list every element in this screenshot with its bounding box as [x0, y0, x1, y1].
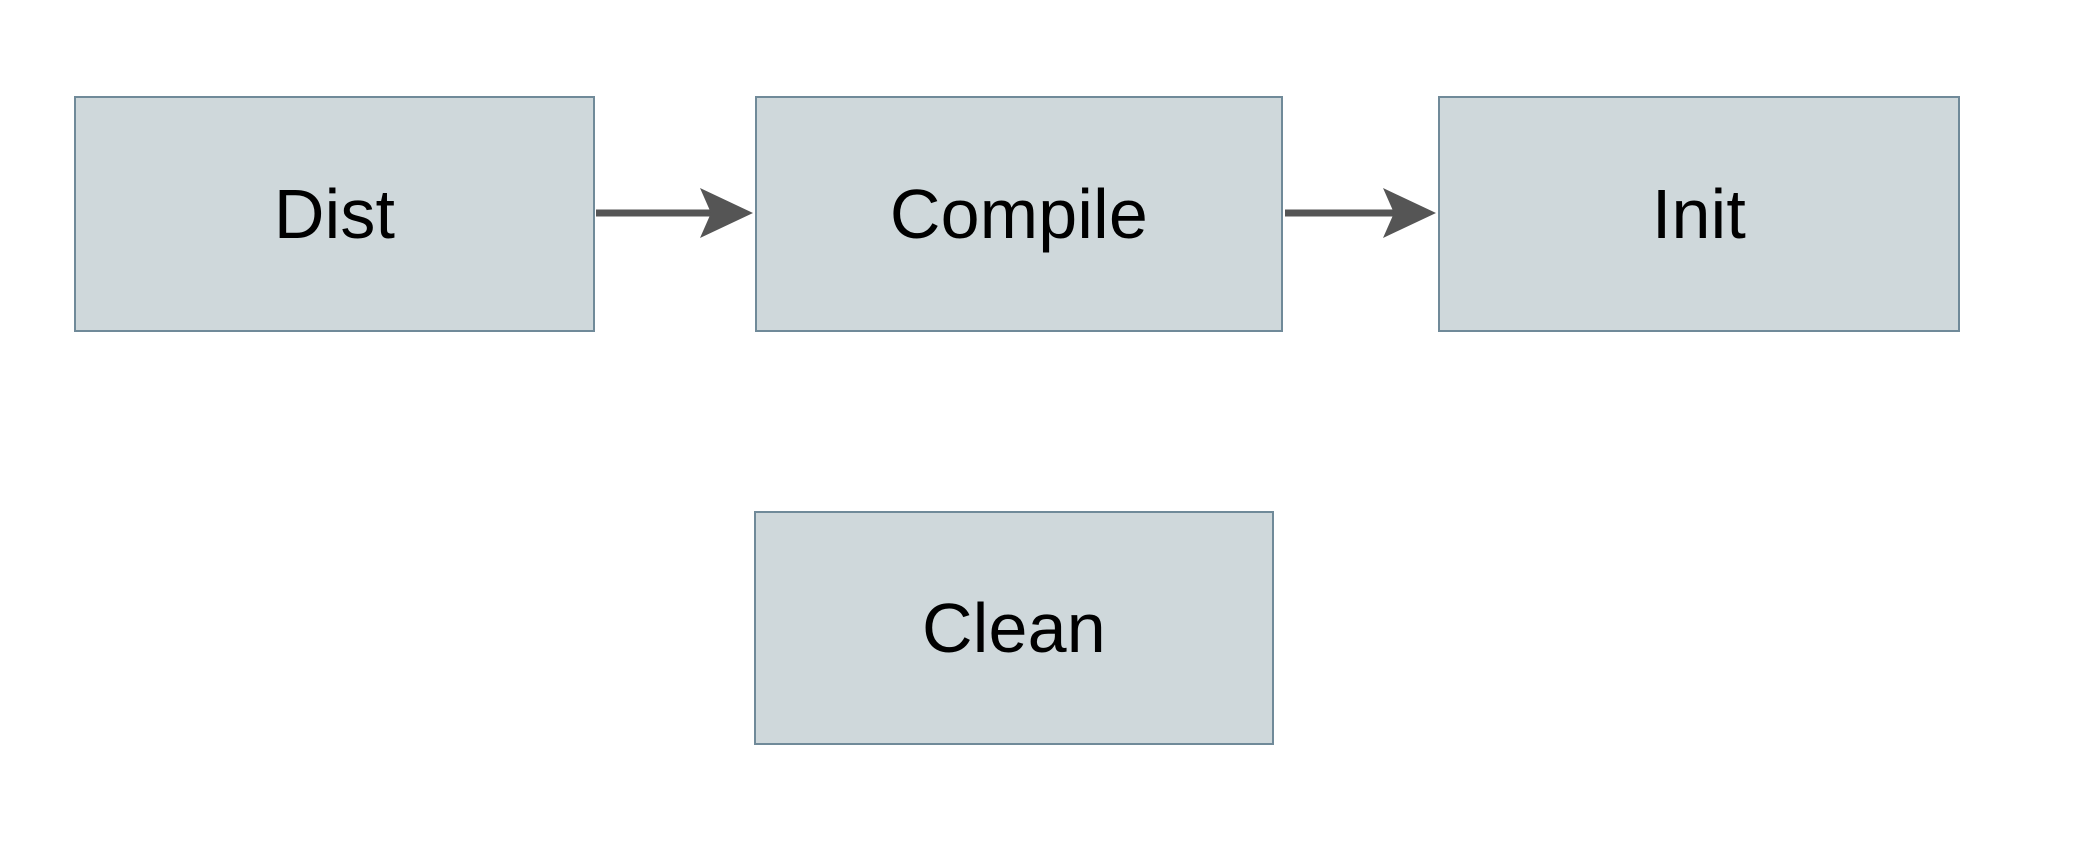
node-init[interactable]: Init: [1438, 96, 1960, 332]
edge-dist-to-compile: [596, 188, 753, 238]
node-dist[interactable]: Dist: [74, 96, 595, 332]
arrowhead-icon: [700, 188, 753, 238]
node-label: Compile: [889, 175, 1149, 253]
node-label: Clean: [922, 589, 1106, 667]
arrowhead-icon: [1383, 188, 1436, 238]
node-compile[interactable]: Compile: [755, 96, 1283, 332]
node-clean[interactable]: Clean: [754, 511, 1274, 745]
edge-compile-to-init: [1285, 188, 1436, 238]
node-label: Init: [1651, 175, 1747, 253]
node-label: Dist: [273, 175, 396, 253]
